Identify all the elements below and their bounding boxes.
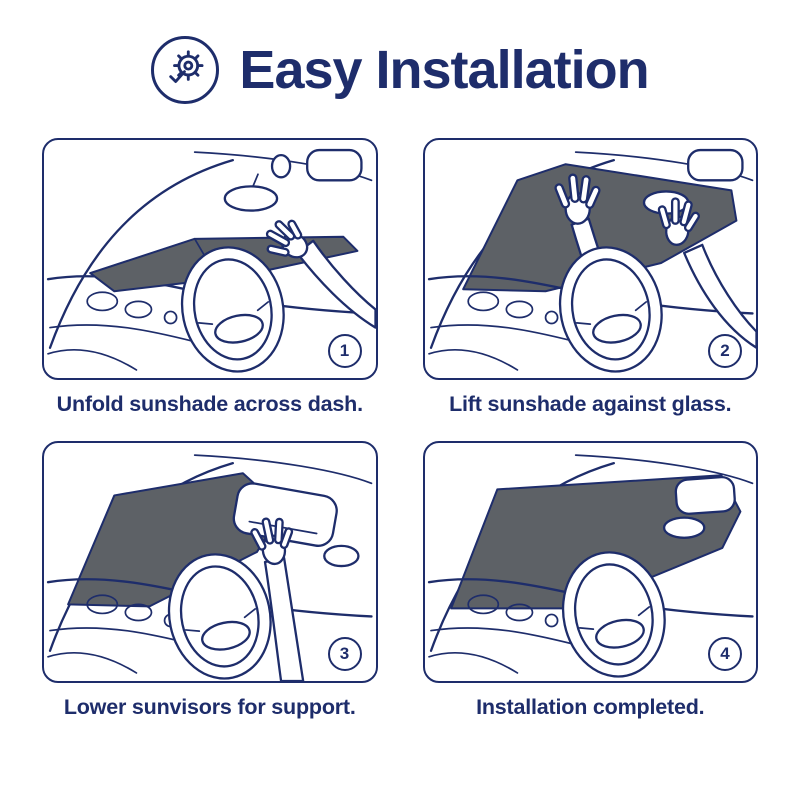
step-card-4: 4 Installation completed. (422, 441, 758, 720)
page-title: Easy Installation (239, 40, 649, 100)
step-caption: Installation completed. (476, 695, 705, 719)
step-4-illustration (427, 454, 754, 678)
gear-check-icon (151, 36, 220, 104)
step-number-badge: 4 (708, 637, 742, 671)
step-caption: Lower sunvisors for support. (63, 695, 356, 719)
step-caption: Lift sunshade against glass. (449, 392, 732, 416)
step-card-1: 1 Unfold sunshade across dash. (42, 138, 378, 417)
step-caption: Unfold sunshade across dash. (56, 392, 363, 416)
steps-grid: 1 Unfold sunshade across dash. (0, 110, 800, 720)
step-number-badge: 1 (327, 334, 362, 368)
step-1-illustration (46, 148, 376, 373)
step-panel-1: 1 (42, 138, 378, 380)
step-3-illustration (46, 454, 373, 681)
step-panel-4: 4 (422, 441, 758, 683)
step-panel-3: 3 (42, 441, 378, 683)
step-card-3: 3 Lower sunvisors for support. (42, 441, 378, 720)
step-panel-2: 2 (422, 138, 758, 380)
step-2-illustration (427, 148, 756, 373)
step-card-2: 2 Lift sunshade against glass. (422, 138, 758, 417)
header: Easy Installation (0, 0, 800, 110)
step-number-badge: 3 (327, 637, 362, 671)
step-number-badge: 2 (708, 334, 742, 368)
